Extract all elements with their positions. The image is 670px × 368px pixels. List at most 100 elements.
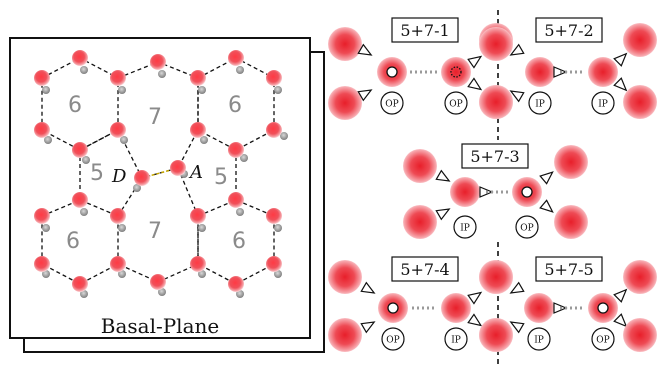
water-molecule	[190, 256, 206, 278]
oxygen-atom	[266, 122, 282, 138]
ring-number-top: 7	[148, 105, 162, 130]
neighbor-oxygen	[623, 260, 657, 294]
oxygen-atom	[110, 122, 126, 138]
arrow-shape	[509, 90, 525, 103]
ring-number-tr: 6	[228, 93, 242, 118]
arrow-shape	[357, 89, 373, 102]
oxygen-atom	[266, 208, 282, 224]
hydrogen-atom	[133, 184, 141, 192]
oxygen-atom	[34, 256, 50, 272]
central-oxygen	[524, 293, 554, 323]
neighbor-oxygen	[623, 318, 657, 352]
neighbor-oxygen	[479, 318, 513, 352]
hbond-arrow-icon	[539, 199, 554, 213]
panel-title: Basal-Plane	[101, 314, 219, 338]
badge-4-left: OP	[386, 336, 399, 346]
hydrogen-atom	[80, 208, 88, 216]
out-of-plane-h-icon	[386, 66, 398, 78]
hydrogen-atom	[240, 154, 248, 162]
oxygen-atom	[150, 54, 166, 70]
central-oxygen	[450, 177, 480, 207]
badge-1-right: OP	[449, 100, 462, 110]
oxygen-atom	[150, 274, 166, 290]
central-oxygen	[441, 57, 471, 87]
hbond-arrow-icon	[467, 313, 483, 327]
water-molecule	[34, 70, 50, 94]
water-molecule	[170, 160, 188, 178]
hbond-arrow-icon	[467, 77, 483, 91]
config-labels: 5+7-1 5+7-2 5+7-3 5+7-4 5+7-5	[391, 17, 603, 282]
arrow-shape	[435, 169, 451, 182]
hydrogen-atom	[118, 224, 126, 232]
hydrogen-atom	[158, 288, 166, 296]
config-label-3: 5+7-3	[470, 147, 519, 166]
arrow-shape	[613, 52, 628, 67]
arrow-shape	[613, 288, 628, 303]
neighbor-oxygen	[328, 27, 362, 61]
water-molecule	[228, 192, 244, 216]
neighbor-oxygen	[479, 27, 513, 61]
hbond-arrow-icon	[435, 169, 451, 182]
hydrogen-atom	[158, 70, 166, 78]
neighbor-oxygen	[479, 85, 513, 119]
arrow-shape	[435, 208, 451, 221]
badge-2-right: IP	[598, 100, 608, 110]
oxygen-atom	[72, 276, 88, 292]
oxygen-atom	[34, 122, 50, 138]
badge-1-left: OP	[385, 100, 398, 110]
oxygen-atom	[72, 50, 88, 66]
neighbor-oxygen	[623, 23, 657, 57]
orientation-badges: OP OP IP IP IP OP OP IP IP OP	[380, 91, 615, 351]
acceptor-label: A	[188, 162, 203, 183]
water-molecule	[150, 54, 166, 78]
config-diagrams	[328, 23, 657, 352]
hydrogen-atom	[236, 66, 244, 74]
water-molecule	[228, 50, 244, 74]
badge-5-left: IP	[534, 336, 544, 346]
arrow-shape	[360, 281, 376, 294]
oxygen-atom	[190, 70, 206, 86]
oxygen-atom	[110, 256, 126, 272]
arrow-shape	[509, 43, 525, 56]
hydrogen-atom	[274, 86, 282, 94]
arrow-shape	[357, 43, 373, 56]
water-molecule	[133, 170, 150, 192]
oxygen-atom	[110, 70, 126, 86]
arrow-shape	[539, 199, 554, 213]
hbond-arrow-icon	[509, 281, 525, 294]
water-molecule	[34, 122, 52, 144]
oxygen-atom	[190, 208, 206, 224]
config-label-2: 5+7-2	[544, 21, 593, 40]
hydrogen-atom	[200, 136, 208, 144]
water-molecule	[110, 256, 126, 278]
hydrogen-atom	[44, 136, 52, 144]
hydrogen-atom	[82, 156, 90, 164]
oxygen-atom	[190, 256, 206, 272]
hydrogen-atom	[42, 224, 50, 232]
oxygen-atom	[34, 70, 50, 86]
arrow-shape	[613, 313, 628, 328]
hydrogen-atom	[236, 290, 244, 298]
neighbor-oxygen	[554, 205, 588, 239]
hydrogen-atom	[280, 132, 288, 140]
central-oxygen	[441, 293, 471, 323]
water-molecule	[34, 208, 50, 232]
hydrogen-atom	[274, 270, 282, 278]
hydrogen-atom	[198, 86, 206, 94]
hbond-arrow-icon	[435, 208, 451, 221]
water-molecule	[72, 276, 88, 298]
out-of-plane-h-icon	[597, 302, 609, 314]
neighbor-oxygen	[554, 145, 588, 179]
ring-number-br: 6	[232, 229, 246, 254]
water-molecule	[266, 256, 282, 278]
oxygen-atom	[228, 50, 244, 66]
arrow-shape	[467, 77, 483, 91]
water-molecule	[110, 208, 126, 232]
arrow-shape	[509, 321, 525, 334]
ring-number-bottom: 7	[148, 219, 162, 244]
oxygen-atom	[190, 122, 206, 138]
arrow-shape	[360, 321, 376, 334]
hbond-arrow-icon	[539, 171, 554, 185]
oxygen-atom	[228, 276, 244, 292]
hbond-arrow-icon	[509, 43, 525, 56]
